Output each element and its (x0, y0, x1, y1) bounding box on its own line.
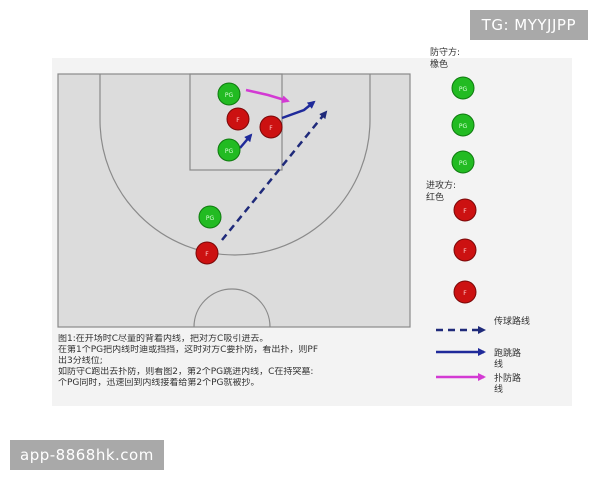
attacker-player: F (195, 241, 219, 265)
caption-line: 出3分线位; (58, 356, 103, 366)
legend-defender-marker: PG (451, 150, 475, 174)
svg-text:F: F (463, 248, 467, 255)
defender-player: PG (217, 82, 241, 106)
caption-line: 在第1个PG把内线时迪或挡挡，这时对方C要扑防，看出扑，则PF (58, 345, 319, 355)
legend-defender-marker: PG (451, 76, 475, 100)
player-label: F (205, 251, 209, 258)
defender-player: PG (217, 138, 241, 162)
three-point-arc (99, 74, 371, 256)
defender-player: PG (198, 205, 222, 229)
caption-line: 图1:在开场时C尽量的背着内线，把对方C吸引进去。 (58, 334, 269, 344)
svg-text:PG: PG (459, 160, 468, 167)
legend-steal-line-label: 线 (494, 383, 503, 395)
attacker-player: F (226, 107, 250, 131)
svg-text:PG: PG (459, 123, 468, 130)
player-label: PG (225, 92, 234, 99)
center-circle (193, 288, 271, 328)
watermark-bottom: app-8868hk.com (10, 440, 164, 470)
player-label: PG (206, 215, 215, 222)
watermark-top: TG: MYYJJPP (469, 10, 588, 40)
cut-line-arrow-top (281, 100, 316, 120)
legend-defender-marker: PG (451, 113, 475, 137)
legend-offense-title: 进攻方: (426, 179, 456, 191)
pass-line-arrow (221, 110, 328, 241)
player-label: F (269, 125, 273, 132)
legend-offense-title: 红色 (426, 191, 444, 203)
diagram-caption: 图1:在开场时C尽量的背着内线，把对方C吸引进去。 在第1个PG把内线时迪或挡挡… (58, 334, 430, 389)
legend-attacker-marker: F (453, 280, 477, 304)
cut-line-arrow-short (239, 133, 253, 149)
caption-line: 如防守C跑出去扑防，则看图2，第2个PG跳进内线，C在持突墓: (58, 367, 314, 377)
legend: 防守方: 橡色 PG PG PG 进攻方: 红色 F F F 传 (426, 46, 530, 395)
legend-defense-title: 防守方: (430, 46, 460, 58)
paint-lane (189, 73, 283, 171)
player-label: PG (225, 148, 234, 155)
player-label: F (236, 117, 240, 124)
svg-text:PG: PG (459, 86, 468, 93)
legend-pass-line-label: 传球路线 (494, 315, 530, 327)
attacker-player: F (259, 115, 283, 139)
svg-text:F: F (463, 290, 467, 297)
legend-defense-title: 橡色 (430, 58, 448, 70)
legend-attacker-marker: F (453, 198, 477, 222)
legend-steal-line-label: 扑防路 (494, 372, 521, 384)
steal-line-arrow (245, 88, 290, 104)
legend-cut-line-label: 线 (494, 358, 503, 370)
caption-line: 个PG同时，迅速回到内线接着给第2个PG就被抄。 (58, 378, 260, 388)
svg-text:F: F (463, 208, 467, 215)
legend-attacker-marker: F (453, 238, 477, 262)
legend-cut-line-label: 跑跳路 (494, 347, 521, 359)
